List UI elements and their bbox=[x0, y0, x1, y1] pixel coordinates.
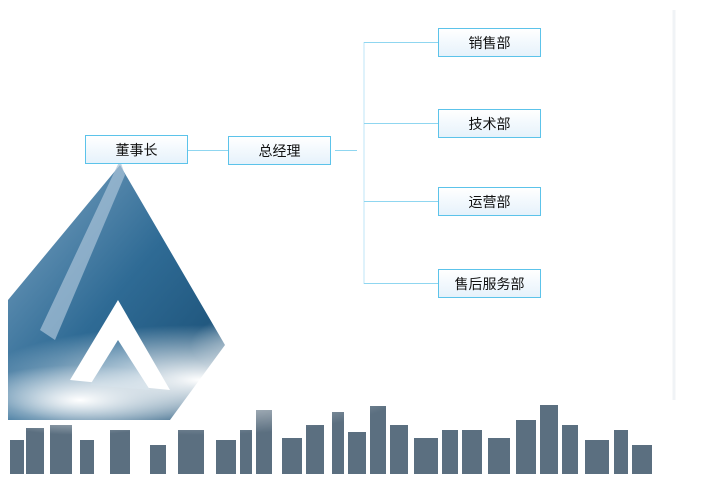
connector-line bbox=[335, 150, 357, 151]
connector-line bbox=[364, 283, 438, 284]
node-after-sales-dept: 售后服务部 bbox=[438, 269, 541, 298]
node-general-manager: 总经理 bbox=[228, 136, 331, 165]
connector-line bbox=[364, 201, 438, 202]
node-tech-dept: 技术部 bbox=[438, 109, 541, 138]
node-sales-dept: 销售部 bbox=[438, 28, 541, 57]
connector-line bbox=[364, 123, 438, 124]
node-chairman: 董事长 bbox=[85, 135, 188, 164]
node-operations-dept: 运营部 bbox=[438, 187, 541, 216]
skyline-buildings bbox=[10, 405, 652, 474]
connector-line bbox=[364, 42, 438, 43]
connector-line bbox=[187, 150, 228, 151]
connector-trunk bbox=[363, 42, 365, 284]
